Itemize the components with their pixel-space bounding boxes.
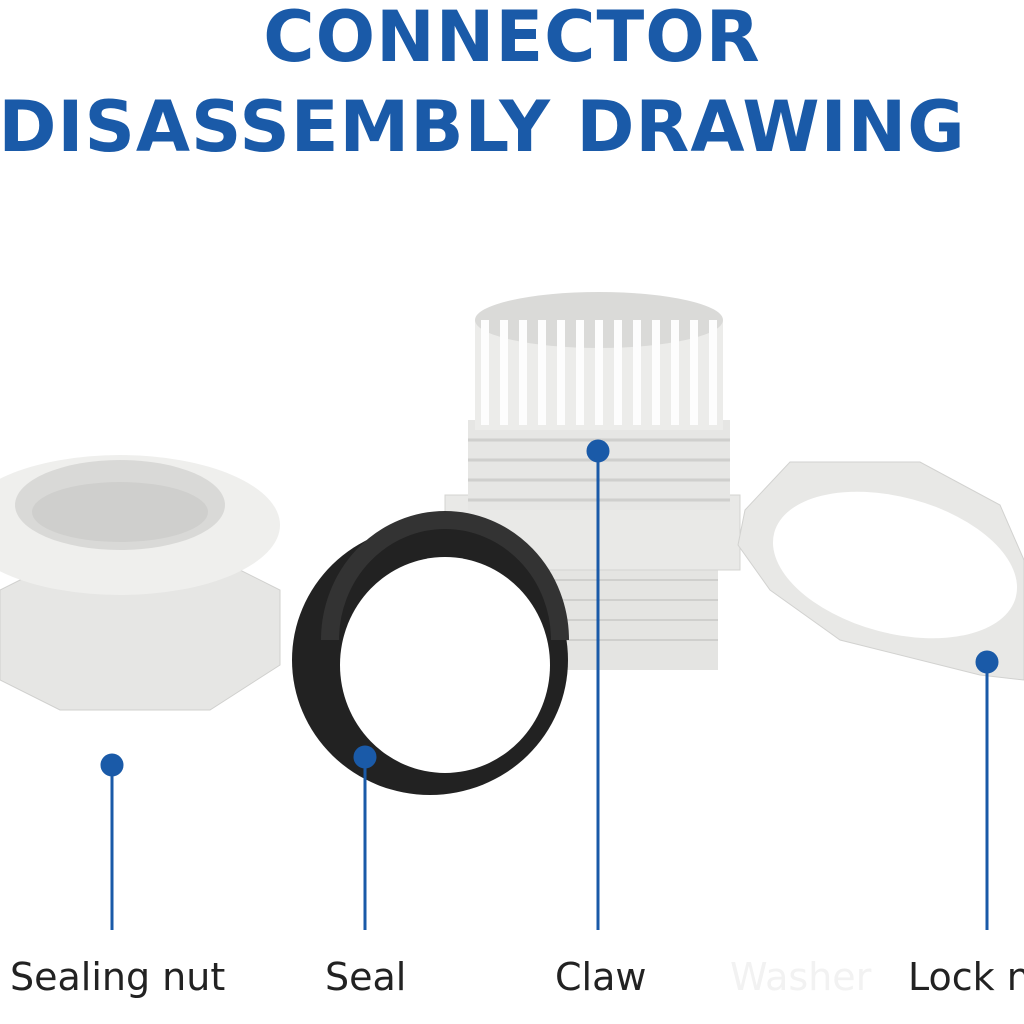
sealing-nut-part	[0, 455, 281, 711]
label-washer: Washer	[730, 955, 872, 999]
label-sealing-nut: Sealing nut	[10, 955, 226, 999]
lock-nut-part	[737, 461, 1024, 681]
callout-lines	[100, 439, 999, 930]
label-claw: Claw	[555, 955, 647, 999]
title-line-1: CONNECTOR	[263, 0, 761, 78]
label-lock-nut: Lock n	[908, 955, 1024, 999]
title-line-2: DISASSEMBLY DRAWING	[0, 86, 966, 168]
label-seal: Seal	[325, 955, 407, 999]
seal-part	[292, 511, 569, 795]
